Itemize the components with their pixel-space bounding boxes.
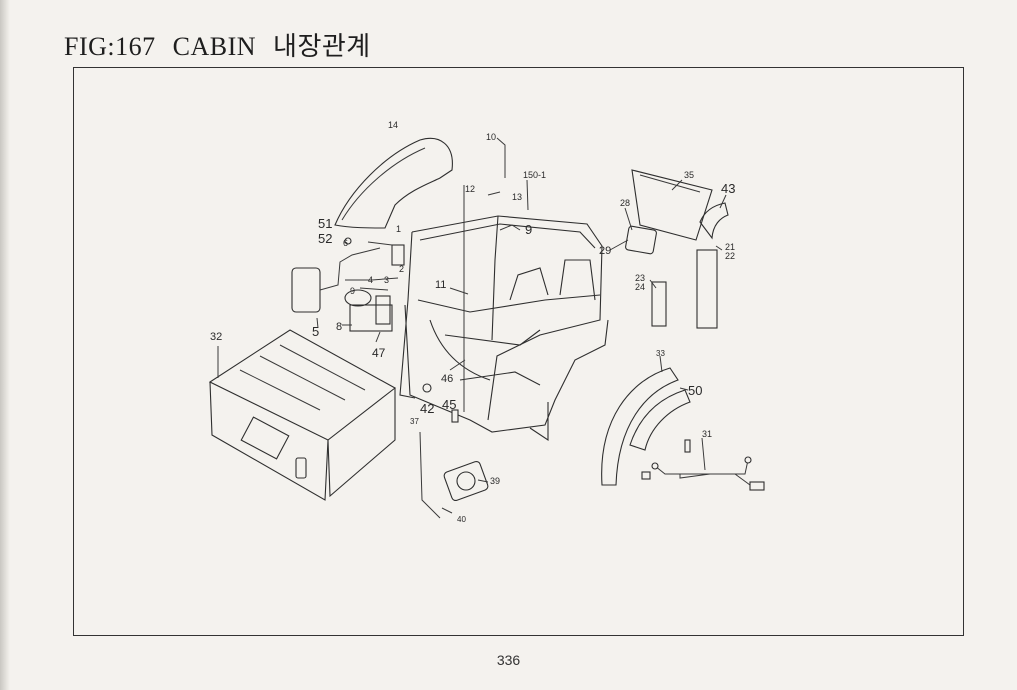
callout-35: 35 bbox=[684, 170, 694, 180]
callout-8: 8 bbox=[336, 321, 342, 333]
part-blower-unit bbox=[419, 431, 489, 519]
callout-47: 47 bbox=[372, 346, 386, 360]
part-fender-liner bbox=[629, 389, 691, 451]
callout-32: 32 bbox=[210, 331, 222, 343]
figure-name: CABIN bbox=[172, 32, 257, 61]
part-wiring-harness bbox=[641, 439, 765, 491]
callout-5: 5 bbox=[312, 324, 319, 339]
page-number: 336 bbox=[496, 652, 521, 668]
part-cabin-frame bbox=[399, 215, 609, 442]
figure-number: FIG:167 bbox=[64, 32, 156, 61]
part-mirror-nut bbox=[344, 237, 352, 245]
part-mirror-bracket bbox=[391, 244, 405, 266]
callout-14: 14 bbox=[388, 120, 398, 130]
callout-37: 37 bbox=[410, 417, 419, 426]
callout-2: 2 bbox=[399, 264, 404, 274]
part-cab-lamp bbox=[344, 289, 372, 307]
callout-6: 6 bbox=[343, 238, 348, 248]
part-side-mirror bbox=[291, 267, 321, 313]
callout-4: 4 bbox=[368, 275, 373, 285]
callout-33: 33 bbox=[656, 349, 665, 358]
callout-9-roof: 9 bbox=[525, 222, 532, 237]
diagram-frame bbox=[73, 67, 964, 636]
callout-28: 28 bbox=[620, 198, 630, 208]
part-corner-trim bbox=[699, 202, 729, 240]
callout-13: 13 bbox=[512, 192, 522, 202]
part-clip bbox=[451, 409, 459, 423]
callout-9-lamp: 9 bbox=[350, 286, 355, 296]
callout-3: 3 bbox=[384, 275, 389, 285]
part-pillar-trim-right bbox=[696, 249, 718, 329]
part-windshield-glass bbox=[334, 137, 453, 229]
callout-1: 1 bbox=[396, 224, 401, 234]
part-floor-panel bbox=[208, 329, 396, 501]
callout-21: 21 bbox=[725, 242, 735, 252]
part-pillar-trim-left bbox=[651, 281, 667, 327]
part-grommet bbox=[422, 383, 432, 393]
callout-11: 11 bbox=[435, 279, 446, 291]
page-binding-edge bbox=[0, 0, 10, 690]
leader-lines bbox=[217, 137, 727, 514]
callout-52: 52 bbox=[318, 231, 332, 246]
callout-43: 43 bbox=[721, 181, 735, 196]
callout-22: 22 bbox=[725, 251, 735, 261]
part-rear-fender bbox=[601, 367, 679, 486]
callout-10: 10 bbox=[486, 132, 496, 142]
callout-51: 51 bbox=[318, 216, 332, 231]
callout-29: 29 bbox=[599, 245, 611, 257]
part-headliner bbox=[631, 169, 713, 241]
callout-50: 50 bbox=[688, 383, 702, 398]
callout-150-1: 150-1 bbox=[523, 170, 546, 180]
callout-24: 24 bbox=[635, 282, 645, 292]
figure-title: FIG:167 CABIN 내장관계 bbox=[64, 26, 381, 63]
callout-40: 40 bbox=[457, 515, 466, 524]
part-speaker bbox=[625, 225, 657, 255]
callout-45: 45 bbox=[442, 397, 456, 412]
callout-46: 46 bbox=[441, 373, 453, 385]
callout-39: 39 bbox=[490, 476, 500, 486]
part-windshield-glass-edge bbox=[341, 147, 426, 221]
part-lamp-bracket bbox=[375, 295, 391, 325]
callout-23: 23 bbox=[635, 273, 645, 283]
part-mirror-arm bbox=[319, 247, 381, 291]
callout-12: 12 bbox=[465, 184, 475, 194]
callout-31: 31 bbox=[702, 429, 712, 439]
callout-42: 42 bbox=[420, 401, 434, 416]
part-lamp-housing bbox=[349, 304, 393, 332]
figure-name-korean: 내장관계 bbox=[273, 32, 371, 61]
